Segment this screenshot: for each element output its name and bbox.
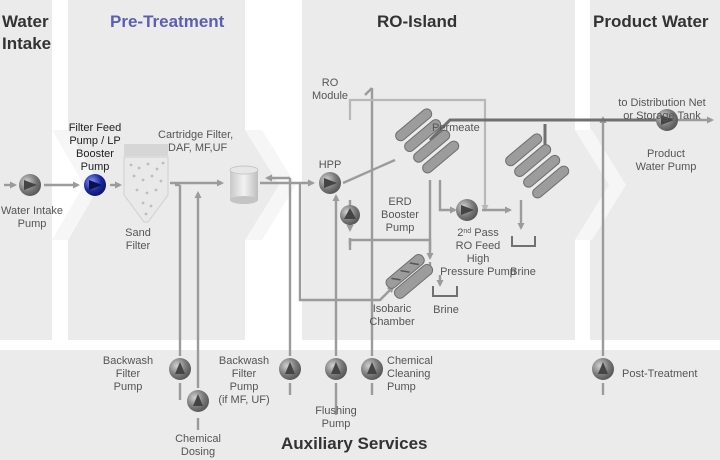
label-filter-feed-1: Filter Feed	[69, 122, 122, 134]
pump-water-intake	[19, 174, 41, 196]
label-cartridge-filter-1: Cartridge Filter,	[158, 129, 233, 141]
isobaric-chamber-vessel	[385, 253, 434, 299]
pump-chemical-dosing	[187, 390, 209, 412]
main-pipe	[4, 179, 315, 189]
labels: Water Intake Pump Filter Feed Pump / LP …	[1, 77, 706, 458]
label-chemical-cleaning-3: Pump	[387, 381, 416, 393]
header-intake-line2: Intake	[2, 34, 51, 53]
label-distribution-1: to Distribution Net	[618, 97, 705, 109]
band-intake	[0, 0, 52, 340]
label-isobaric-2: Chamber	[369, 316, 415, 328]
ro-module-1	[395, 108, 460, 174]
label-filter-feed-4: Pump	[81, 161, 110, 173]
label-cartridge-filter-2: DAF, MF,UF	[168, 142, 228, 154]
ro-piping	[298, 98, 714, 302]
label-erd-3: Pump	[386, 222, 415, 234]
label-backwash-2: Filter	[116, 368, 141, 380]
label-filter-feed-3: Booster	[76, 148, 114, 160]
label-backwash-mf-2: Filter	[232, 368, 257, 380]
band-product	[590, 0, 720, 340]
label-brine-1: Brine	[433, 304, 459, 316]
label-brine-2: Brine	[510, 266, 536, 278]
pump-erd-booster	[340, 205, 360, 225]
pump-filter-feed	[84, 174, 106, 196]
label-flushing-2: Pump	[322, 418, 351, 430]
label-erd-1: ERD	[388, 196, 411, 208]
label-ro-module-2: Module	[312, 90, 348, 102]
label-backwash-mf-3: Pump	[230, 381, 259, 393]
label-chemical-dosing-2: Dosing	[181, 446, 215, 458]
label-water-intake-pump-2: Pump	[18, 218, 47, 230]
label-backwash-mf-4: (if MF, UF)	[218, 394, 269, 406]
label-backwash-3: Pump	[114, 381, 143, 393]
label-ro-module-1: RO	[322, 77, 339, 89]
band-ro	[302, 0, 610, 340]
label-distribution-2: or Storage Tank	[623, 110, 701, 122]
label-flushing-1: Flushing	[315, 405, 357, 417]
label-filter-feed-2: Pump / LP	[69, 135, 120, 147]
label-erd-2: Booster	[381, 209, 419, 221]
pump-post-treatment	[592, 358, 614, 380]
header-product-water: Product Water	[593, 12, 709, 31]
header-intake-line1: Water	[2, 12, 49, 31]
header-auxiliary: Auxiliary Services	[281, 434, 427, 453]
brine-collector-1	[432, 286, 458, 297]
aux-lines	[175, 87, 607, 430]
pump-hpp	[319, 172, 341, 194]
header-ro-island: RO-Island	[377, 12, 457, 31]
label-backwash-1: Backwash	[103, 355, 153, 367]
label-product-pump-2: Water Pump	[636, 161, 697, 173]
label-second-pass-3: High	[467, 253, 490, 265]
cartridge-filter-tank	[229, 165, 259, 204]
pump-second-pass	[456, 199, 478, 221]
label-chemical-cleaning-2: Cleaning	[387, 368, 430, 380]
label-second-pass-1: 2nd Pass	[457, 227, 499, 239]
pump-flushing	[325, 358, 347, 380]
label-water-intake-pump-1: Water Intake	[1, 205, 63, 217]
label-hpp: HPP	[319, 159, 342, 171]
pump-product-water	[656, 109, 678, 131]
label-second-pass-4: Pressure Pump	[440, 266, 516, 278]
pump-chemical-cleaning	[361, 358, 383, 380]
label-product-pump-1: Product	[647, 148, 685, 160]
label-post-treatment: Post-Treatment	[622, 368, 697, 380]
label-second-pass-2: RO Feed	[456, 240, 501, 252]
label-sand-filter-2: Filter	[126, 240, 151, 252]
label-sand-filter-1: Sand	[125, 227, 151, 239]
label-chemical-dosing-1: Chemical	[175, 433, 221, 445]
label-chemical-cleaning-1: Chemical	[387, 355, 433, 367]
pump-backwash-filter	[169, 358, 191, 380]
band-pretreatment	[68, 0, 290, 340]
label-backwash-mf-1: Backwash	[219, 355, 269, 367]
pump-backwash-filter-mf	[279, 358, 301, 380]
brine-collector-2	[511, 236, 536, 247]
label-isobaric-1: Isobaric	[373, 303, 412, 315]
header-pretreatment: Pre-Treatment	[110, 12, 225, 31]
ro-module-2	[505, 133, 570, 199]
sand-filter	[123, 144, 169, 223]
label-permeate: Permeate	[432, 122, 480, 134]
